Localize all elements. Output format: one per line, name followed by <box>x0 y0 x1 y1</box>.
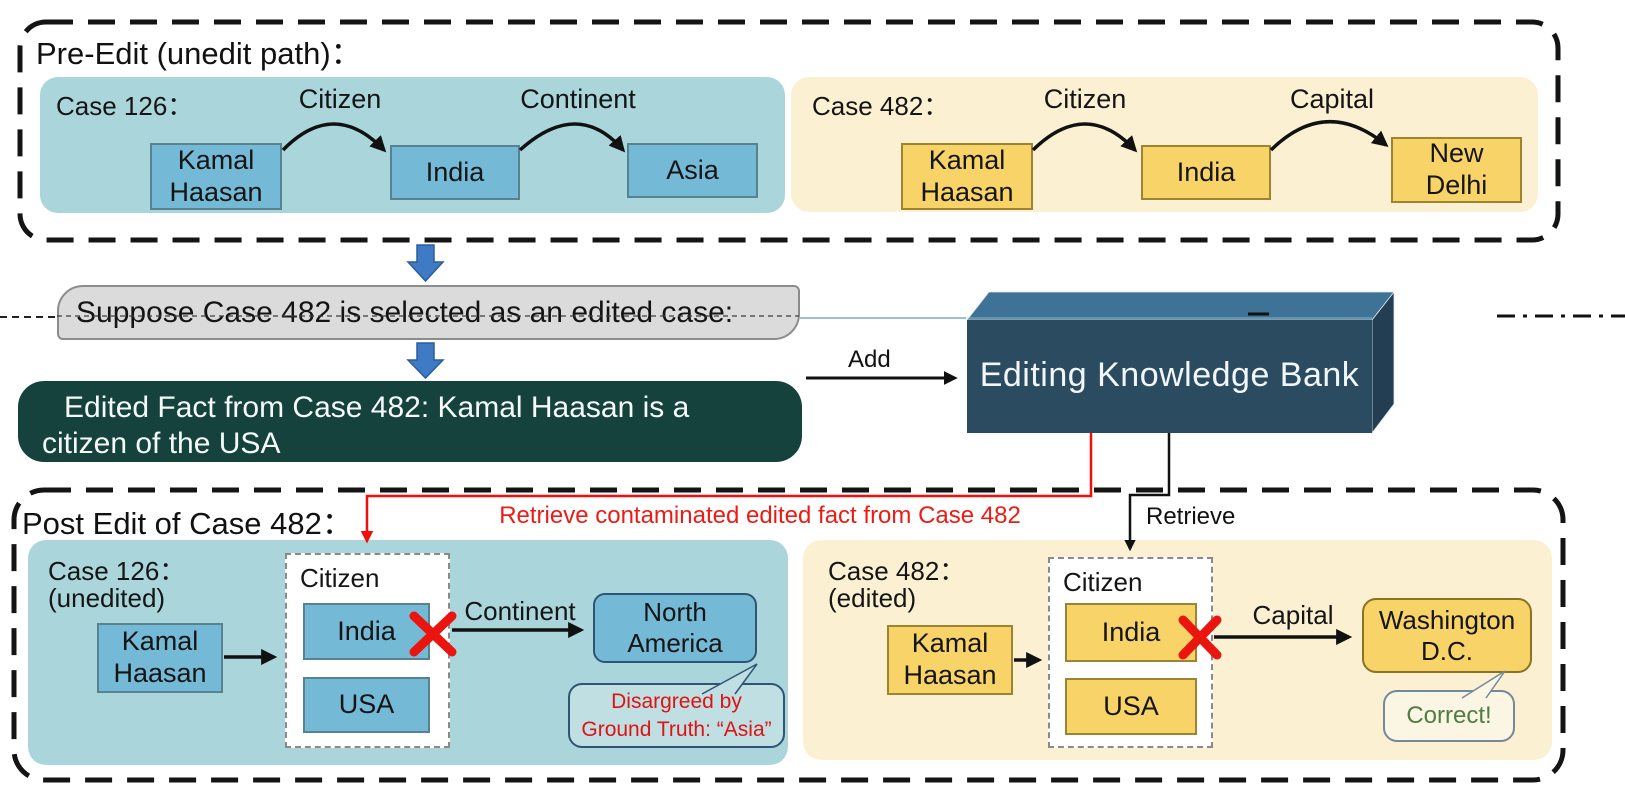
knowledge-bank-front-face <box>967 320 1372 433</box>
red-x-482 <box>1178 615 1222 660</box>
retrieve-label: Retrieve <box>1146 503 1236 530</box>
post-edit-section-border <box>11 487 1566 783</box>
arc-capital-482 <box>1269 120 1389 152</box>
pre-edit-case126-label: Case 126： <box>56 91 194 121</box>
arc-continent-126 <box>518 122 626 153</box>
post-edit-case482-option2-node: USA <box>1065 678 1197 735</box>
post-edit-case126-option1-node: India <box>303 603 430 660</box>
flow-arrow-down-1 <box>406 244 445 283</box>
post-edit-case482-label: Case 482： <box>828 556 966 586</box>
retrieve-contaminated-label: Retrieve contaminated edited fact from C… <box>499 502 1021 529</box>
edited-fact-line2: citizen of the USA <box>42 427 281 460</box>
pre-edit-section-border <box>17 19 1561 243</box>
arc-citizen-126 <box>281 122 387 153</box>
pre-edit-case482-relation1-label: Citizen <box>1043 84 1127 114</box>
pre-edit-title: Pre-Edit (unedit path)： <box>36 36 362 71</box>
pre-edit-case482-subject-node: Kamal Haasan <box>901 143 1033 210</box>
pre-edit-case126-subject-node: Kamal Haasan <box>150 143 282 210</box>
pre-edit-case482-entity1-node: India <box>1141 145 1271 200</box>
post-edit-case126-subject-node: Kamal Haasan <box>97 623 223 693</box>
pre-edit-case482-entity2-node: New Delhi <box>1391 137 1522 203</box>
arc-citizen-482 <box>1031 122 1138 153</box>
disagree-callout-line1: Disargreed by <box>611 690 742 714</box>
edited-fact-box: Edited Fact from Case 482: Kamal Haasan … <box>18 381 802 462</box>
red-x-126 <box>409 611 457 657</box>
pre-edit-case126-entity2-node: Asia <box>627 143 758 198</box>
flow-arrow-down-2 <box>406 342 445 380</box>
post-edit-case482-status: (edited) <box>828 583 917 613</box>
post-edit-case126-status: (unedited) <box>48 583 166 613</box>
edited-fact-line1: Edited Fact from Case 482: Kamal Haasan … <box>64 391 690 424</box>
post-edit-case126-label: Case 126： <box>48 556 186 586</box>
editing-knowledge-bank-label: Editing Knowledge Bank <box>979 356 1360 394</box>
pre-edit-case126-relation2-label: Continent <box>520 84 636 114</box>
post-edit-case482-relation-label: Capital <box>1252 600 1334 630</box>
pre-edit-case126-relation1-label: Citizen <box>298 84 382 114</box>
disagree-callout-tail <box>701 663 758 695</box>
pre-edit-case126-entity1-node: India <box>390 145 520 200</box>
post-edit-case126-slot-label: Citizen <box>300 563 380 593</box>
pre-edit-case482-relation2-label: Capital <box>1289 84 1375 114</box>
post-edit-case482-result-node: Washington D.C. <box>1362 598 1532 673</box>
contaminated-retrieve-path <box>360 433 1093 544</box>
disagree-callout: Disargreed by Ground Truth: “Asia” <box>568 683 785 748</box>
retrieve-path <box>1124 433 1171 552</box>
knowledge-bank-top-face <box>966 291 1395 321</box>
post-edit-case126-option2-node: USA <box>303 677 430 733</box>
selection-banner: Suppose Case 482 is selected as an edite… <box>57 285 800 340</box>
disagree-callout-line2: Ground Truth: “Asia” <box>581 717 772 741</box>
post-edit-case482-slot-label: Citizen <box>1063 567 1143 597</box>
pre-edit-case482-label: Case 482： <box>812 91 950 121</box>
correct-callout: Correct! <box>1383 690 1515 742</box>
post-edit-case482-option1-node: India <box>1065 603 1197 662</box>
post-edit-title: Post Edit of Case 482： <box>22 506 353 541</box>
add-label: Add <box>848 346 891 373</box>
post-edit-case482-subject-node: Kamal Haasan <box>887 625 1013 695</box>
post-edit-case126-result-node: North America <box>593 593 757 663</box>
correct-callout-tail <box>1461 670 1506 699</box>
post-edit-case126-relation-label: Continent <box>464 596 576 626</box>
